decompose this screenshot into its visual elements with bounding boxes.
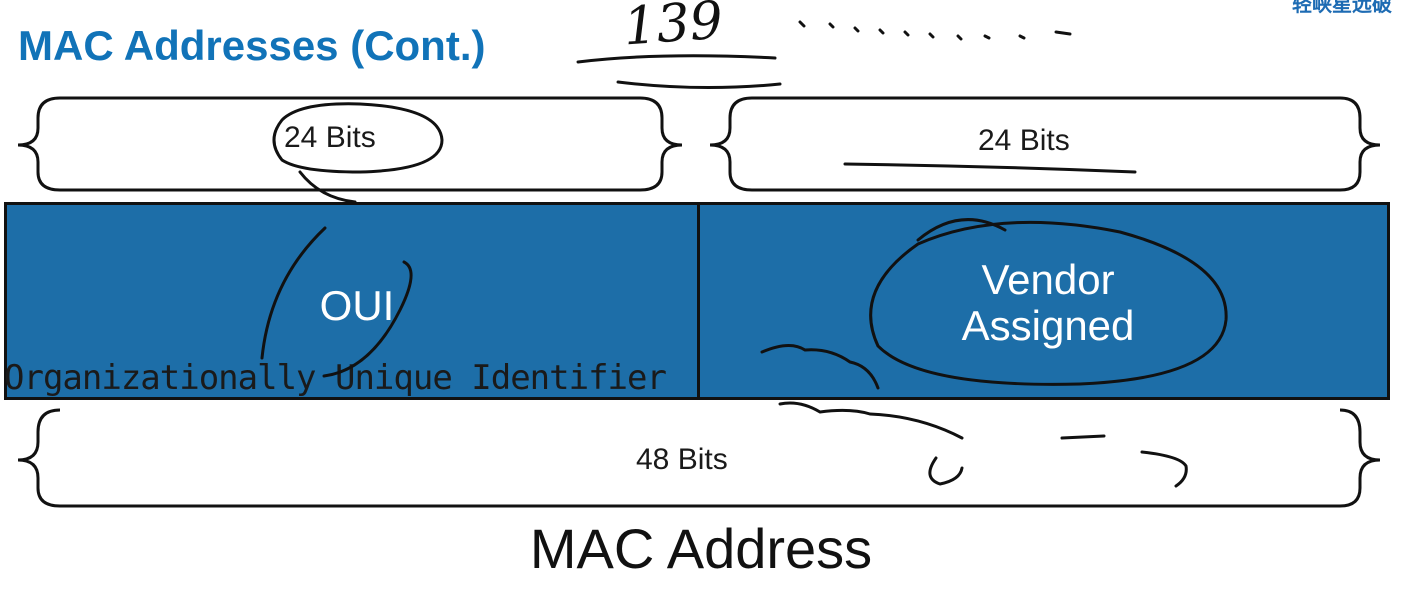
lower-bits-label: 48 Bits	[636, 443, 728, 476]
squiggle-stroke-2	[778, 401, 964, 440]
circle-vendor-assigned	[869, 220, 1228, 386]
squiggle-stroke-5	[1140, 450, 1188, 488]
upper-left-bits-label: 24 Bits	[284, 121, 376, 154]
oui-annotation-stroke	[260, 226, 327, 360]
squiggle-stroke-3	[928, 456, 964, 486]
title-underline-stroke-2	[616, 80, 782, 90]
oui-label: OUI	[319, 282, 395, 329]
vendor-assigned-box: Vendor Assigned	[697, 202, 1390, 400]
dotted-stroke	[798, 20, 1072, 41]
circle-upper-left-label	[272, 102, 444, 174]
lower-brace	[17, 408, 1381, 508]
squiggle-stroke	[760, 344, 880, 390]
upper-right-brace	[709, 96, 1381, 192]
oui-expansion-caption: Organizationally Unique Identifier	[4, 358, 667, 398]
upper-right-bits-label: 24 Bits	[978, 124, 1070, 157]
upper-left-brace	[17, 96, 683, 192]
slide-title: MAC Addresses (Cont.)	[18, 22, 486, 69]
diagram-caption: MAC Address	[529, 517, 873, 580]
watermark-text: 轻峡星远破	[1292, 0, 1392, 16]
underline-upper-right-label	[843, 162, 1137, 174]
handwritten-number: 139	[622, 0, 725, 57]
squiggle-stroke-4	[1060, 434, 1106, 440]
vendor-assigned-label-line1: Vendor	[981, 256, 1115, 303]
title-underline-stroke	[576, 54, 777, 64]
vendor-assigned-label-line2: Assigned	[961, 302, 1135, 349]
